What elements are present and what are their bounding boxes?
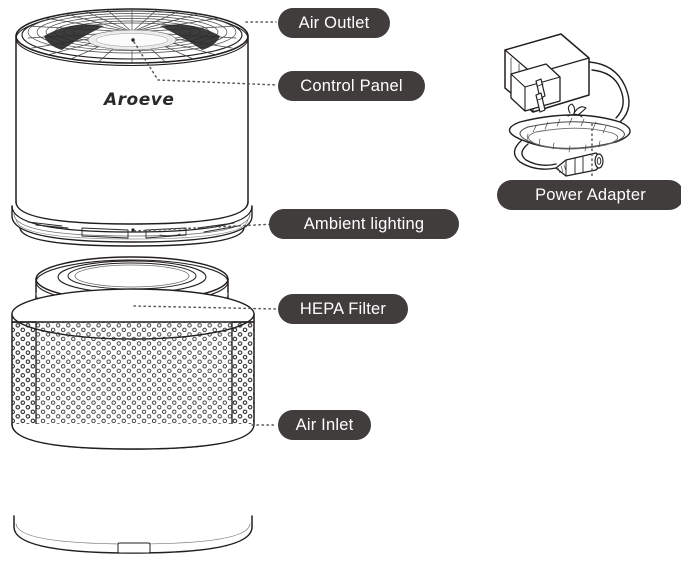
- brand-logo: Aroeve: [104, 90, 175, 110]
- air-purifier-body: [11, 8, 253, 247]
- hepa-filter-unit: [11, 256, 255, 554]
- adapter-brick: [504, 33, 590, 113]
- cable-tie: [567, 103, 587, 118]
- control-panel-marker: [131, 38, 135, 42]
- callout-hepa-filter[interactable]: HEPA Filter: [278, 294, 408, 324]
- leader-lines: [133, 21, 593, 426]
- callout-air-inlet[interactable]: Air Inlet: [278, 410, 371, 440]
- callout-control-panel[interactable]: Control Panel: [278, 71, 425, 101]
- adapter-prongs: [535, 78, 546, 113]
- adapter-cable-coil: [508, 114, 631, 153]
- leader-ambient-lighting: [133, 223, 277, 232]
- callout-power-adapter[interactable]: Power Adapter: [497, 180, 681, 210]
- power-adapter: [504, 33, 631, 177]
- callout-air-outlet[interactable]: Air Outlet: [278, 8, 390, 38]
- filter-base: [13, 515, 253, 554]
- adapter-cable: [588, 61, 630, 123]
- adapter-plug-cable: [513, 139, 557, 170]
- ambient-lighting-ring: [11, 205, 253, 247]
- dc-barrel-connector: [555, 152, 604, 177]
- leader-control-panel: [133, 41, 277, 86]
- leader-hepa-filter: [133, 305, 277, 310]
- callout-ambient-lighting[interactable]: Ambient lighting: [269, 209, 459, 239]
- air-inlet-mesh: [11, 288, 255, 450]
